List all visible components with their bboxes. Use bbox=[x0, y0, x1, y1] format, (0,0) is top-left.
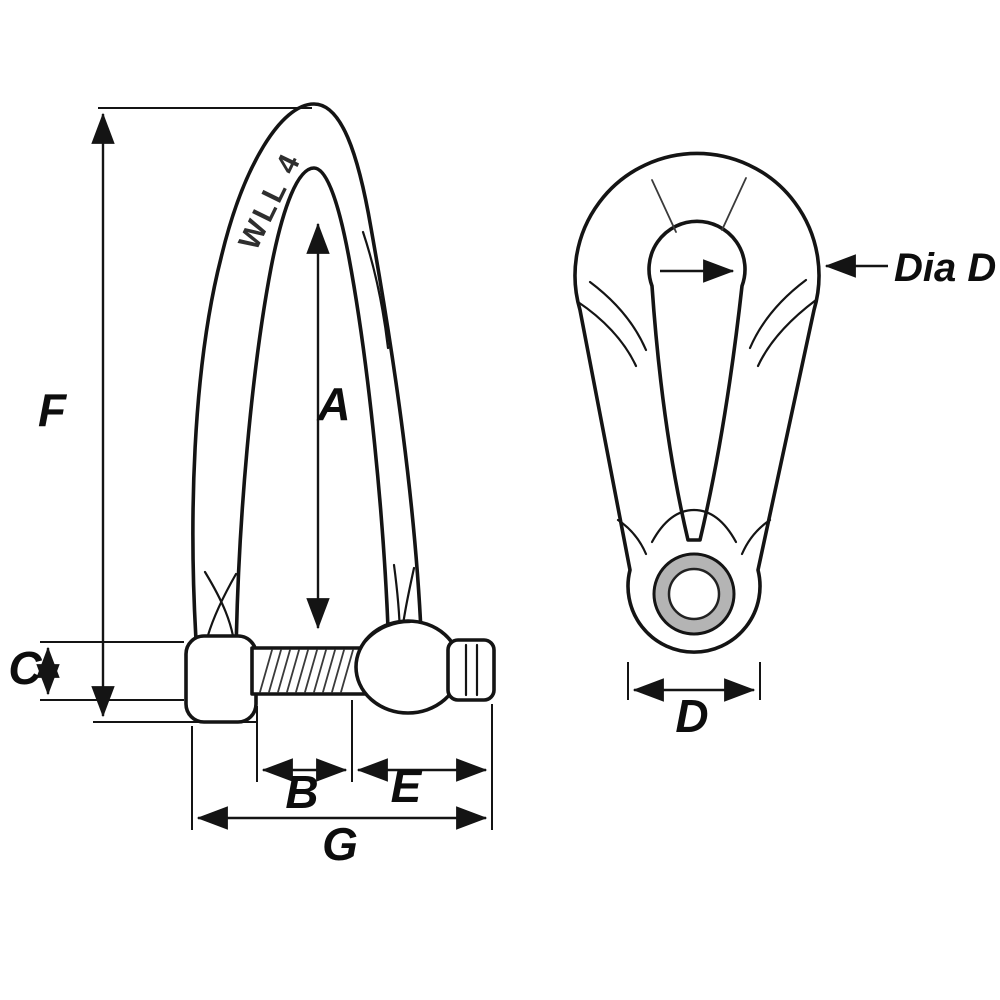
pin-bore-hole bbox=[667, 567, 721, 621]
shackle-bow-outline bbox=[191, 102, 424, 658]
dim-label-g: G bbox=[322, 818, 358, 870]
dim-label-e: E bbox=[391, 760, 423, 812]
boss-flange-left bbox=[616, 518, 648, 556]
pin-head bbox=[446, 638, 496, 702]
end-twist-left-1 bbox=[576, 300, 638, 368]
dia-d-label: Dia D bbox=[894, 246, 996, 290]
boss-flange-right bbox=[740, 518, 772, 556]
boss-cup-left bbox=[650, 508, 696, 544]
dim-label-f: F bbox=[38, 384, 68, 436]
twist-line-right-upper bbox=[361, 230, 390, 350]
dim-label-a: A bbox=[316, 378, 350, 430]
boss-highlight-curve bbox=[364, 620, 412, 643]
side-view-dimensions: F A C B E G bbox=[8, 107, 493, 870]
dim-label-b: B bbox=[285, 766, 318, 818]
ring-radial-line-left bbox=[651, 179, 677, 233]
pin-head-slot bbox=[464, 643, 479, 697]
ring-radial-line-right bbox=[721, 177, 747, 231]
pin-thread-hatching bbox=[259, 649, 354, 693]
shackle-end-view: Dia D D bbox=[573, 151, 996, 742]
end-twist-left-2 bbox=[588, 280, 648, 352]
end-twist-right-1 bbox=[756, 298, 818, 368]
end-view-inner-opening bbox=[647, 219, 747, 542]
end-twist-right-2 bbox=[748, 278, 808, 350]
dim-label-d: D bbox=[675, 690, 708, 742]
dim-label-c: C bbox=[8, 642, 42, 694]
boss-cup-right bbox=[692, 508, 738, 544]
left-ear-plate bbox=[184, 634, 258, 724]
